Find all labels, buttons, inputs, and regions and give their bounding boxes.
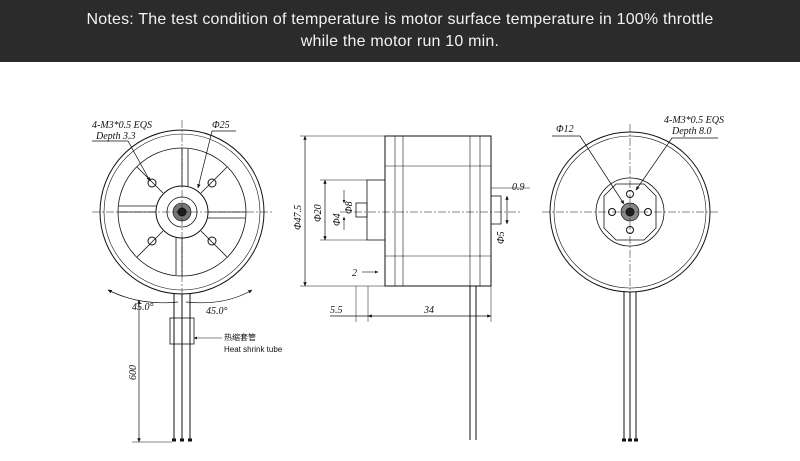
- side-shaft-length: 5.5: [330, 305, 343, 316]
- rear-diameter-label: Φ12: [556, 124, 574, 135]
- side-gap-label: 0.9: [512, 182, 525, 193]
- front-view: [92, 120, 272, 443]
- side-inner-diameter: Φ20: [313, 204, 324, 222]
- side-front-shaft: [355, 202, 368, 218]
- front-angle-left: 45.0°: [132, 302, 154, 313]
- front-screw-hole-3: [147, 236, 157, 246]
- heat-shrink-tube: [169, 317, 195, 345]
- side-outer-diameter: Φ47.5: [293, 205, 304, 230]
- front-labels: 4-M3*0.5 EQS Depth 3.3 Φ25 45.0° 45.0° 热…: [92, 120, 283, 380]
- side-view: [300, 135, 530, 440]
- rear-labels: Φ12 4-M3*0.5 EQS Depth 8.0: [556, 115, 724, 137]
- rear-thread-label: 4-M3*0.5 EQS: [664, 115, 724, 126]
- front-diameter-label: Φ25: [212, 120, 230, 131]
- front-screw-hole-2: [207, 178, 217, 188]
- notes-line-1: Notes: The test condition of temperature…: [86, 11, 714, 28]
- front-wires: [169, 294, 195, 442]
- side-step-label: 2: [352, 268, 357, 279]
- side-body: [384, 135, 492, 287]
- front-thread-label: 4-M3*0.5 EQS: [92, 120, 152, 131]
- front-spokes: [118, 148, 246, 276]
- front-screw-hole-1: [147, 178, 157, 188]
- notes-banner: Notes: The test condition of temperature…: [0, 0, 800, 62]
- rear-depth-label: Depth 8.0: [671, 126, 711, 137]
- side-front-hub: [366, 179, 386, 241]
- front-depth-label: Depth 3.3: [95, 131, 135, 142]
- rear-mount-plate: [603, 183, 657, 241]
- heat-shrink-cn-label: 热缩套管: [224, 332, 256, 342]
- wire-length-label: 600: [128, 365, 139, 380]
- side-shaft-diameter-b: Φ8: [344, 201, 355, 214]
- side-labels: Φ47.5 Φ20 Φ4 Φ8 Φ5 0.9 2 5.5 34: [293, 182, 525, 316]
- side-rear-shaft-diameter: Φ5: [496, 231, 507, 244]
- rear-view: [542, 124, 718, 442]
- heat-shrink-en-label: Heat shrink tube: [224, 345, 283, 354]
- front-screw-hole-4: [207, 236, 217, 246]
- side-shaft-diameter-a: Φ4: [332, 213, 343, 226]
- front-angle-right: 45.0°: [206, 306, 228, 317]
- side-body-length: 34: [423, 305, 434, 316]
- notes-line-2: while the motor run 10 min.: [300, 33, 500, 50]
- side-rear-shaft: [490, 195, 502, 225]
